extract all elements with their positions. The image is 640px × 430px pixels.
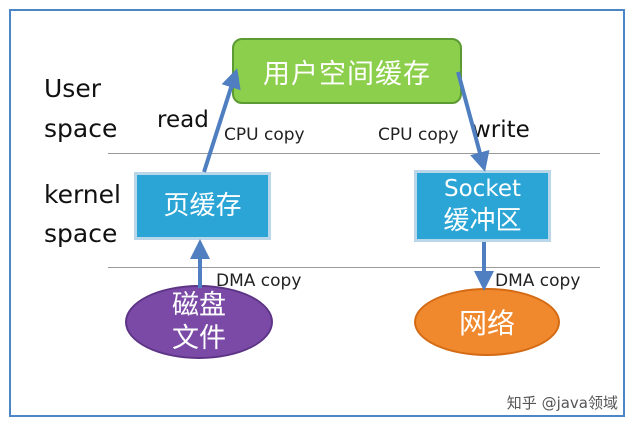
write-arrow <box>456 71 490 172</box>
disk-file-label-line1: 磁盘 <box>172 290 226 321</box>
disk-file-label-line2: 文件 <box>172 323 226 354</box>
write-label: write <box>472 117 530 143</box>
user-space-buffer-node: 用户空间缓存 <box>232 38 462 104</box>
watermark: 知乎 @java领域 <box>506 394 618 412</box>
read-label: read <box>157 107 209 133</box>
dma-copy-left-label: DMA copy <box>216 271 302 291</box>
socket-buffer-node: Socket 缓冲区 <box>414 170 551 242</box>
user-kernel-divider <box>108 153 600 154</box>
network-node: 网络 <box>414 288 560 356</box>
page-cache-label: 页缓存 <box>163 191 242 221</box>
dma-copy-right-label: DMA copy <box>495 271 581 291</box>
cpu-copy-right-label: CPU copy <box>378 125 459 145</box>
disk-file-node: 磁盘 文件 <box>125 285 273 359</box>
kernel-device-divider <box>108 267 600 268</box>
user-space-buffer-label: 用户空间缓存 <box>263 58 431 90</box>
user-space-label-line1: User <box>44 74 101 103</box>
cpu-copy-left-label: CPU copy <box>224 125 305 145</box>
socket-buffer-label-line1: Socket <box>444 176 521 202</box>
kernel-space-label-line1: kernel <box>44 180 121 209</box>
kernel-space-label-line2: space <box>44 219 118 248</box>
read-arrow <box>202 68 241 173</box>
diagram-frame <box>9 9 625 417</box>
socket-buffer-label-line2: 缓冲区 <box>443 206 522 236</box>
page-cache-node: 页缓存 <box>134 172 271 240</box>
user-space-label-line2: space <box>44 114 118 143</box>
network-label: 网络 <box>458 307 515 340</box>
